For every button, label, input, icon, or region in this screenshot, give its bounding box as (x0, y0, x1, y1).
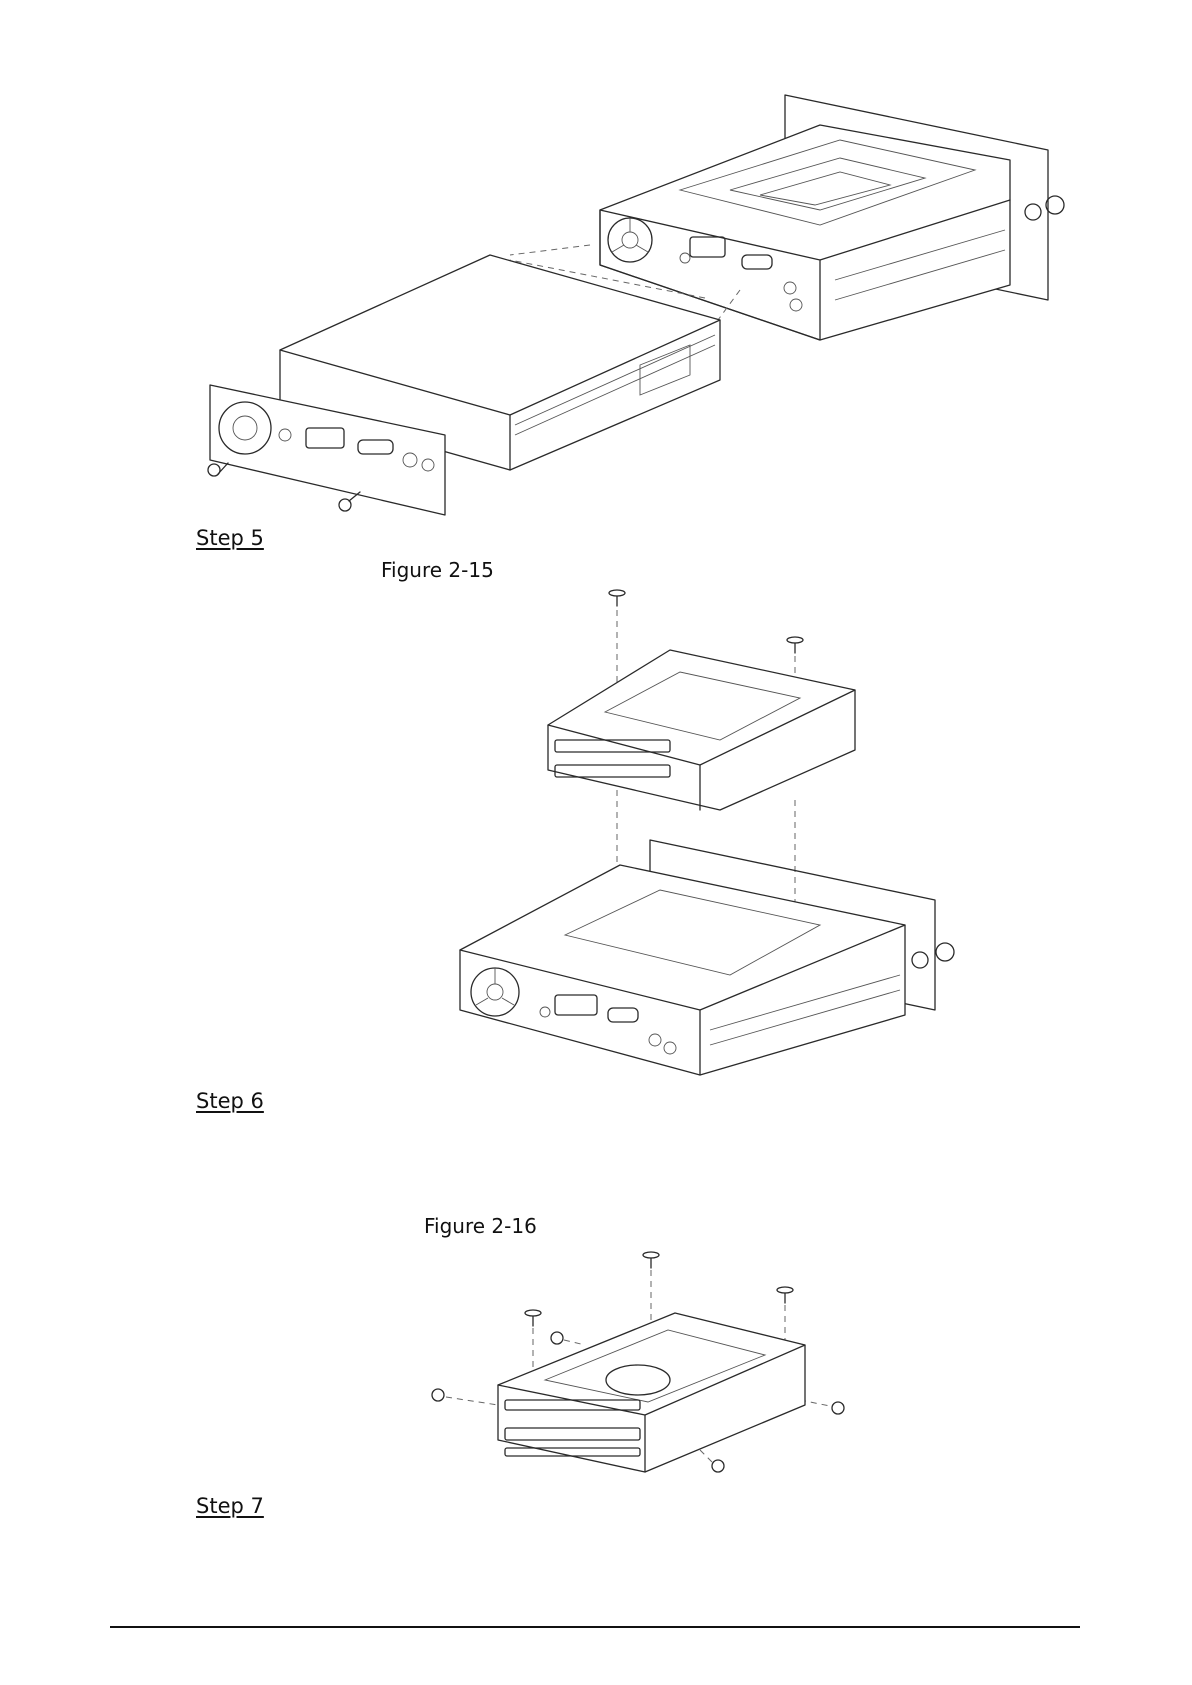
step-label: Step 7 (196, 1496, 264, 1517)
screw-icon (712, 1460, 724, 1472)
screw-icon (432, 1389, 444, 1401)
screw-icon (832, 1402, 844, 1414)
footer-rule (110, 1626, 1080, 1628)
screw-icon (525, 1310, 541, 1326)
screw-icon (551, 1332, 563, 1344)
illustration-hdd-bracket-screws (0, 0, 1192, 1500)
screw-icon (777, 1287, 793, 1303)
hdd-bracket (498, 1313, 805, 1472)
screw-icon (643, 1252, 659, 1268)
